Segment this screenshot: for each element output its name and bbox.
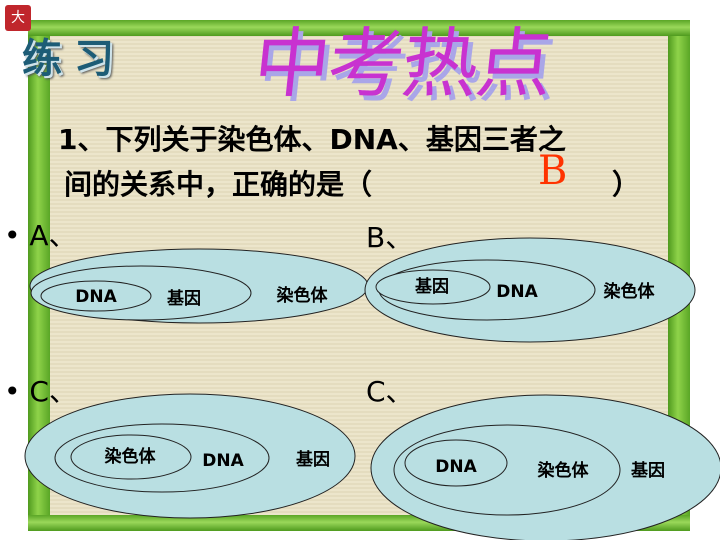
option-a-label: • A、 — [4, 219, 77, 252]
option-d-label: C、 — [366, 375, 414, 408]
option-a-inner-label: DNA — [75, 287, 117, 307]
option-d-middle-label: 染色体 — [538, 460, 590, 481]
option-b-label: B、 — [366, 221, 414, 254]
option-d-outer-label: 基因 — [630, 460, 665, 481]
option-c-inner-label: 染色体 — [105, 446, 157, 467]
option-a-outer-label: 染色体 — [277, 285, 329, 306]
option-c-label: • C、 — [4, 375, 77, 408]
option-a-inner-ellipse — [40, 280, 152, 312]
question-line-1: 1、下列关于染色体、DNA、基因三者之 — [58, 123, 566, 156]
option-d-inner-ellipse — [404, 439, 508, 487]
section-label: 练习 — [22, 36, 126, 82]
option-d-inner-label: DNA — [435, 457, 477, 477]
option-b-outer-label: 染色体 — [604, 281, 656, 302]
option-c-inner-ellipse — [70, 434, 192, 480]
option-c-outer-label: 基因 — [295, 449, 330, 470]
question-close-paren: ） — [612, 168, 641, 201]
option-b-inner-ellipse — [375, 269, 491, 305]
seal-logo: 大 — [5, 5, 31, 31]
answer-text: B — [538, 148, 568, 194]
bamboo-frame-top — [28, 20, 690, 36]
question-line-2: 间的关系中，正确的是（ — [64, 168, 373, 201]
option-c-middle-label: DNA — [202, 451, 244, 471]
option-a-middle-label: 基因 — [166, 288, 201, 309]
option-b-middle-label: DNA — [496, 282, 538, 302]
option-b-inner-label: 基因 — [414, 276, 449, 297]
